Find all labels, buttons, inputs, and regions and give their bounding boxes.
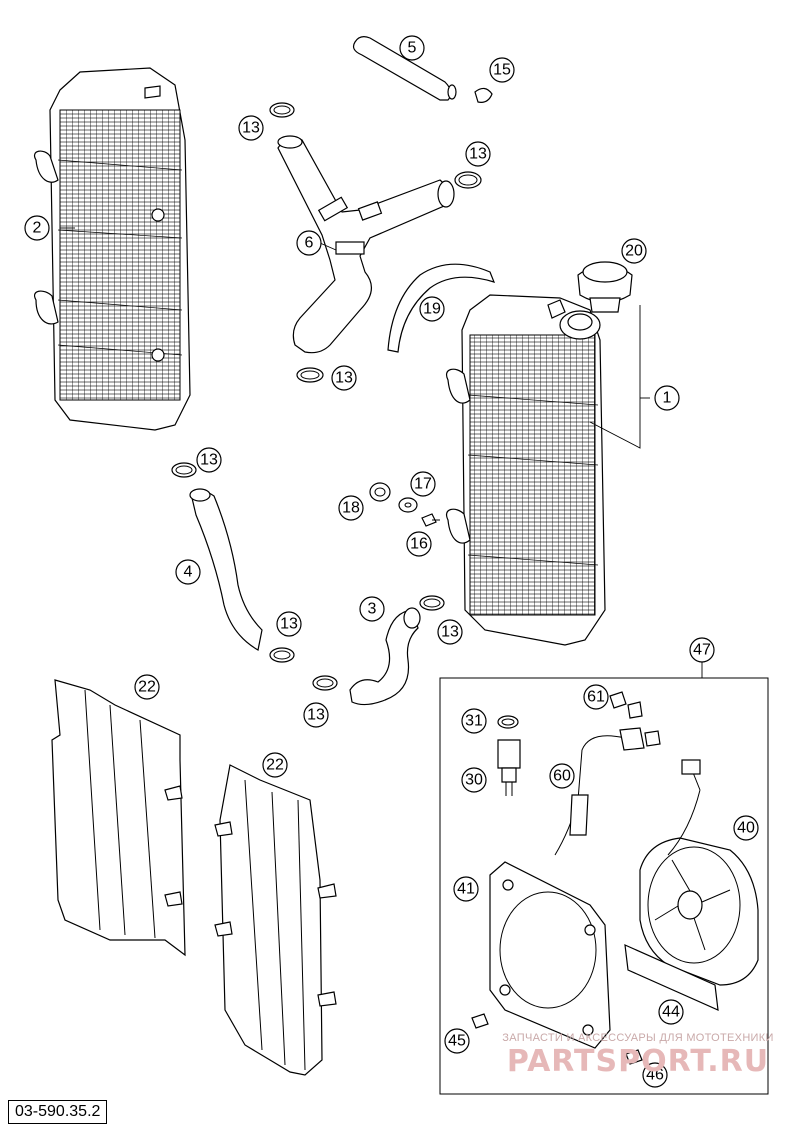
svg-text:13: 13 [335, 370, 353, 387]
callout-20: 20 [621, 238, 647, 264]
svg-text:17: 17 [414, 476, 432, 493]
callout-46: 46 [642, 1062, 668, 1088]
overflow-hose-19 [387, 263, 496, 353]
radiator-shroud-22-left [51, 679, 186, 957]
screw-46 [625, 1049, 643, 1065]
fan-kit-frame [439, 677, 769, 1095]
callout-13-c: 13 [331, 365, 357, 391]
svg-text:3: 3 [368, 601, 377, 618]
callout-47: 47 [689, 637, 715, 663]
connector-61 [609, 691, 643, 719]
callout-13-b: 13 [465, 141, 491, 167]
callout-13-a: 13 [238, 115, 264, 141]
svg-text:44: 44 [662, 1004, 680, 1021]
hose-clamp-13-h4-bottom [269, 647, 295, 663]
svg-text:4: 4 [184, 564, 193, 581]
fan-shroud-41 [489, 861, 611, 1049]
washer-31 [497, 715, 519, 729]
right-radiator [446, 294, 606, 646]
callout-13-f: 13 [437, 619, 463, 645]
callout-4: 4 [175, 559, 201, 585]
fan-40 [639, 759, 759, 986]
svg-text:30: 30 [465, 772, 483, 789]
callout-30: 30 [461, 767, 487, 793]
svg-text:13: 13 [242, 120, 260, 137]
radiator-cap [577, 261, 633, 313]
callout-15: 15 [489, 57, 515, 83]
svg-text:20: 20 [625, 243, 643, 260]
callout-45: 45 [444, 1028, 470, 1054]
callout-13-e: 13 [276, 611, 302, 637]
hose-clamp-13-right [454, 171, 482, 189]
hose-3 [349, 607, 421, 706]
svg-text:13: 13 [200, 452, 218, 469]
callout-3: 3 [359, 596, 385, 622]
svg-text:6: 6 [305, 235, 314, 252]
svg-text:13: 13 [307, 707, 325, 724]
hose-clamp-13-top [269, 102, 295, 118]
grommet-18 [369, 482, 391, 502]
hose-4 [189, 488, 263, 651]
svg-text:15: 15 [493, 62, 511, 79]
left-radiator [34, 67, 191, 431]
svg-text:16: 16 [410, 536, 428, 553]
callout-22-b: 22 [262, 752, 288, 778]
washer-17 [398, 497, 418, 513]
svg-text:13: 13 [469, 146, 487, 163]
y-hose-6 [277, 135, 455, 354]
callout-5: 5 [399, 35, 425, 61]
callout-18: 18 [338, 495, 364, 521]
wiring-harness-60 [554, 727, 661, 856]
callout-6: 6 [296, 230, 322, 256]
hose-clamp-13-lower [296, 367, 324, 383]
callout-16: 16 [406, 531, 432, 557]
callout-17: 17 [410, 471, 436, 497]
callout-13-d: 13 [196, 447, 222, 473]
svg-text:40: 40 [737, 820, 755, 837]
svg-text:5: 5 [408, 40, 417, 57]
svg-text:45: 45 [448, 1033, 466, 1050]
callout-13-g: 13 [303, 702, 329, 728]
callout-19: 19 [419, 296, 445, 322]
svg-text:13: 13 [441, 624, 459, 641]
svg-text:2: 2 [33, 220, 42, 237]
radiator-shroud-22-right [214, 764, 337, 1076]
callout-1: 1 [654, 385, 680, 411]
callout-22-a: 22 [134, 674, 160, 700]
callout-61: 61 [583, 684, 609, 710]
svg-text:1: 1 [663, 390, 672, 407]
screw-16 [421, 513, 440, 527]
svg-text:13: 13 [280, 616, 298, 633]
diagram-reference-code: 03-590.35.2 [8, 1100, 108, 1124]
svg-text:31: 31 [465, 713, 483, 730]
svg-text:60: 60 [553, 768, 571, 785]
svg-text:47: 47 [693, 642, 711, 659]
callout-2: 2 [24, 215, 50, 241]
svg-text:22: 22 [266, 757, 284, 774]
cover-plate-44 [624, 944, 719, 1011]
screw-45 [471, 1013, 489, 1029]
hose-clamp-13-h3-right [419, 595, 445, 611]
callout-44: 44 [658, 999, 684, 1025]
callout-41: 41 [453, 876, 479, 902]
callout-60: 60 [549, 763, 575, 789]
svg-text:22: 22 [138, 679, 156, 696]
hose-clamp-15 [474, 87, 493, 103]
hose-clamp-13-h4-top [171, 462, 197, 478]
fan-switch-30 [497, 739, 521, 796]
svg-text:19: 19 [423, 301, 441, 318]
hose-clamp-13-h3-left [312, 675, 338, 691]
svg-text:18: 18 [342, 500, 360, 517]
callout-31: 31 [461, 708, 487, 734]
svg-text:46: 46 [646, 1067, 664, 1084]
svg-text:61: 61 [587, 689, 605, 706]
svg-text:41: 41 [457, 881, 475, 898]
callout-40: 40 [733, 815, 759, 841]
